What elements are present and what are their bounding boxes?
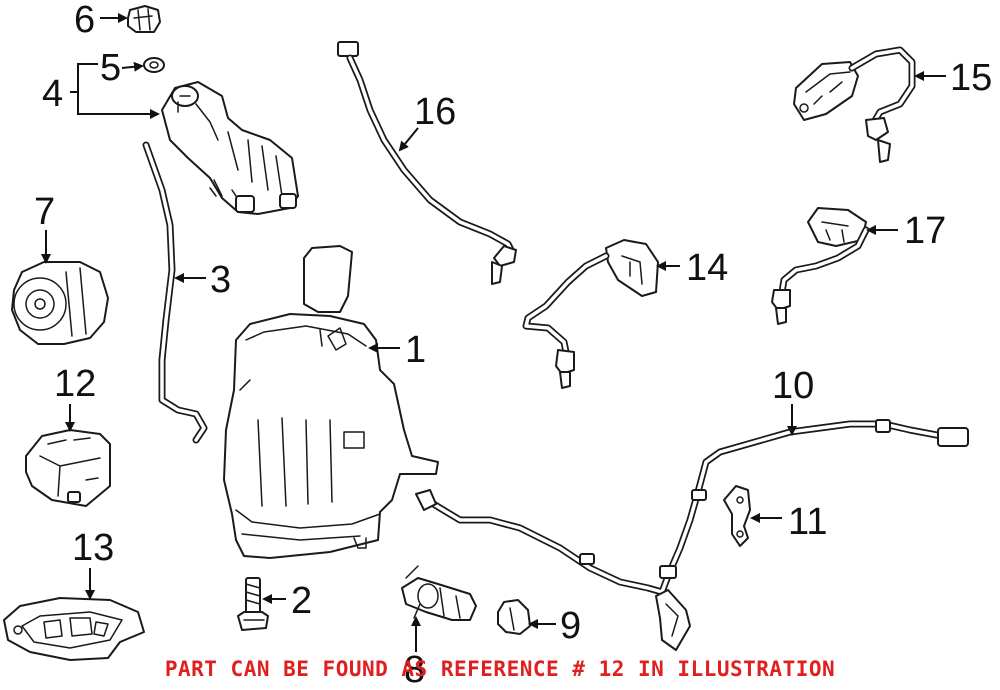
- part-15-sensor: [793, 46, 916, 163]
- part-14-sensor: [522, 239, 659, 389]
- part-8-clip: [401, 565, 477, 621]
- callout-11: 11: [788, 501, 827, 543]
- callout-3: 3: [210, 259, 231, 301]
- part-9-grommet: [497, 599, 531, 635]
- callout-2: 2: [291, 580, 312, 622]
- callout-14: 14: [686, 247, 728, 289]
- callout-9: 9: [560, 605, 581, 647]
- callout-17: 17: [904, 210, 946, 252]
- callout-4: 4: [42, 73, 63, 115]
- callout-13: 13: [72, 527, 114, 569]
- callout-1: 1: [405, 329, 426, 371]
- reference-caption: PART CAN BE FOUND AS REFERENCE # 12 IN I…: [164, 657, 836, 681]
- leaders: [41, 13, 946, 652]
- callout-6: 6: [74, 0, 95, 41]
- part-1-reservoir: [223, 245, 439, 559]
- callout-15: 15: [950, 57, 992, 99]
- callouts: 1 2 3 4 5 6 7 8 9 10 11 12 13 14 15 16 1…: [34, 0, 992, 690]
- callout-10: 10: [772, 365, 814, 407]
- callout-8: 8: [404, 649, 425, 690]
- callout-7: 7: [34, 191, 55, 233]
- part-13-gasket: [3, 597, 145, 661]
- part-10-harness: [415, 419, 969, 651]
- part-4-pump: [161, 81, 299, 215]
- callout-12: 12: [54, 363, 96, 405]
- part-2-bolt: [237, 577, 269, 631]
- part-3-hose: [142, 141, 208, 444]
- part-11-bracket: [723, 485, 751, 547]
- part-5-washer: [143, 57, 165, 73]
- part-7-motor: [11, 261, 109, 345]
- part-12-module: [25, 429, 111, 507]
- part-17-sensor: [771, 207, 870, 325]
- part-16-sensor: [337, 41, 517, 285]
- callout-5: 5: [100, 47, 121, 89]
- part-6-cap: [127, 5, 161, 33]
- callout-16: 16: [414, 91, 456, 133]
